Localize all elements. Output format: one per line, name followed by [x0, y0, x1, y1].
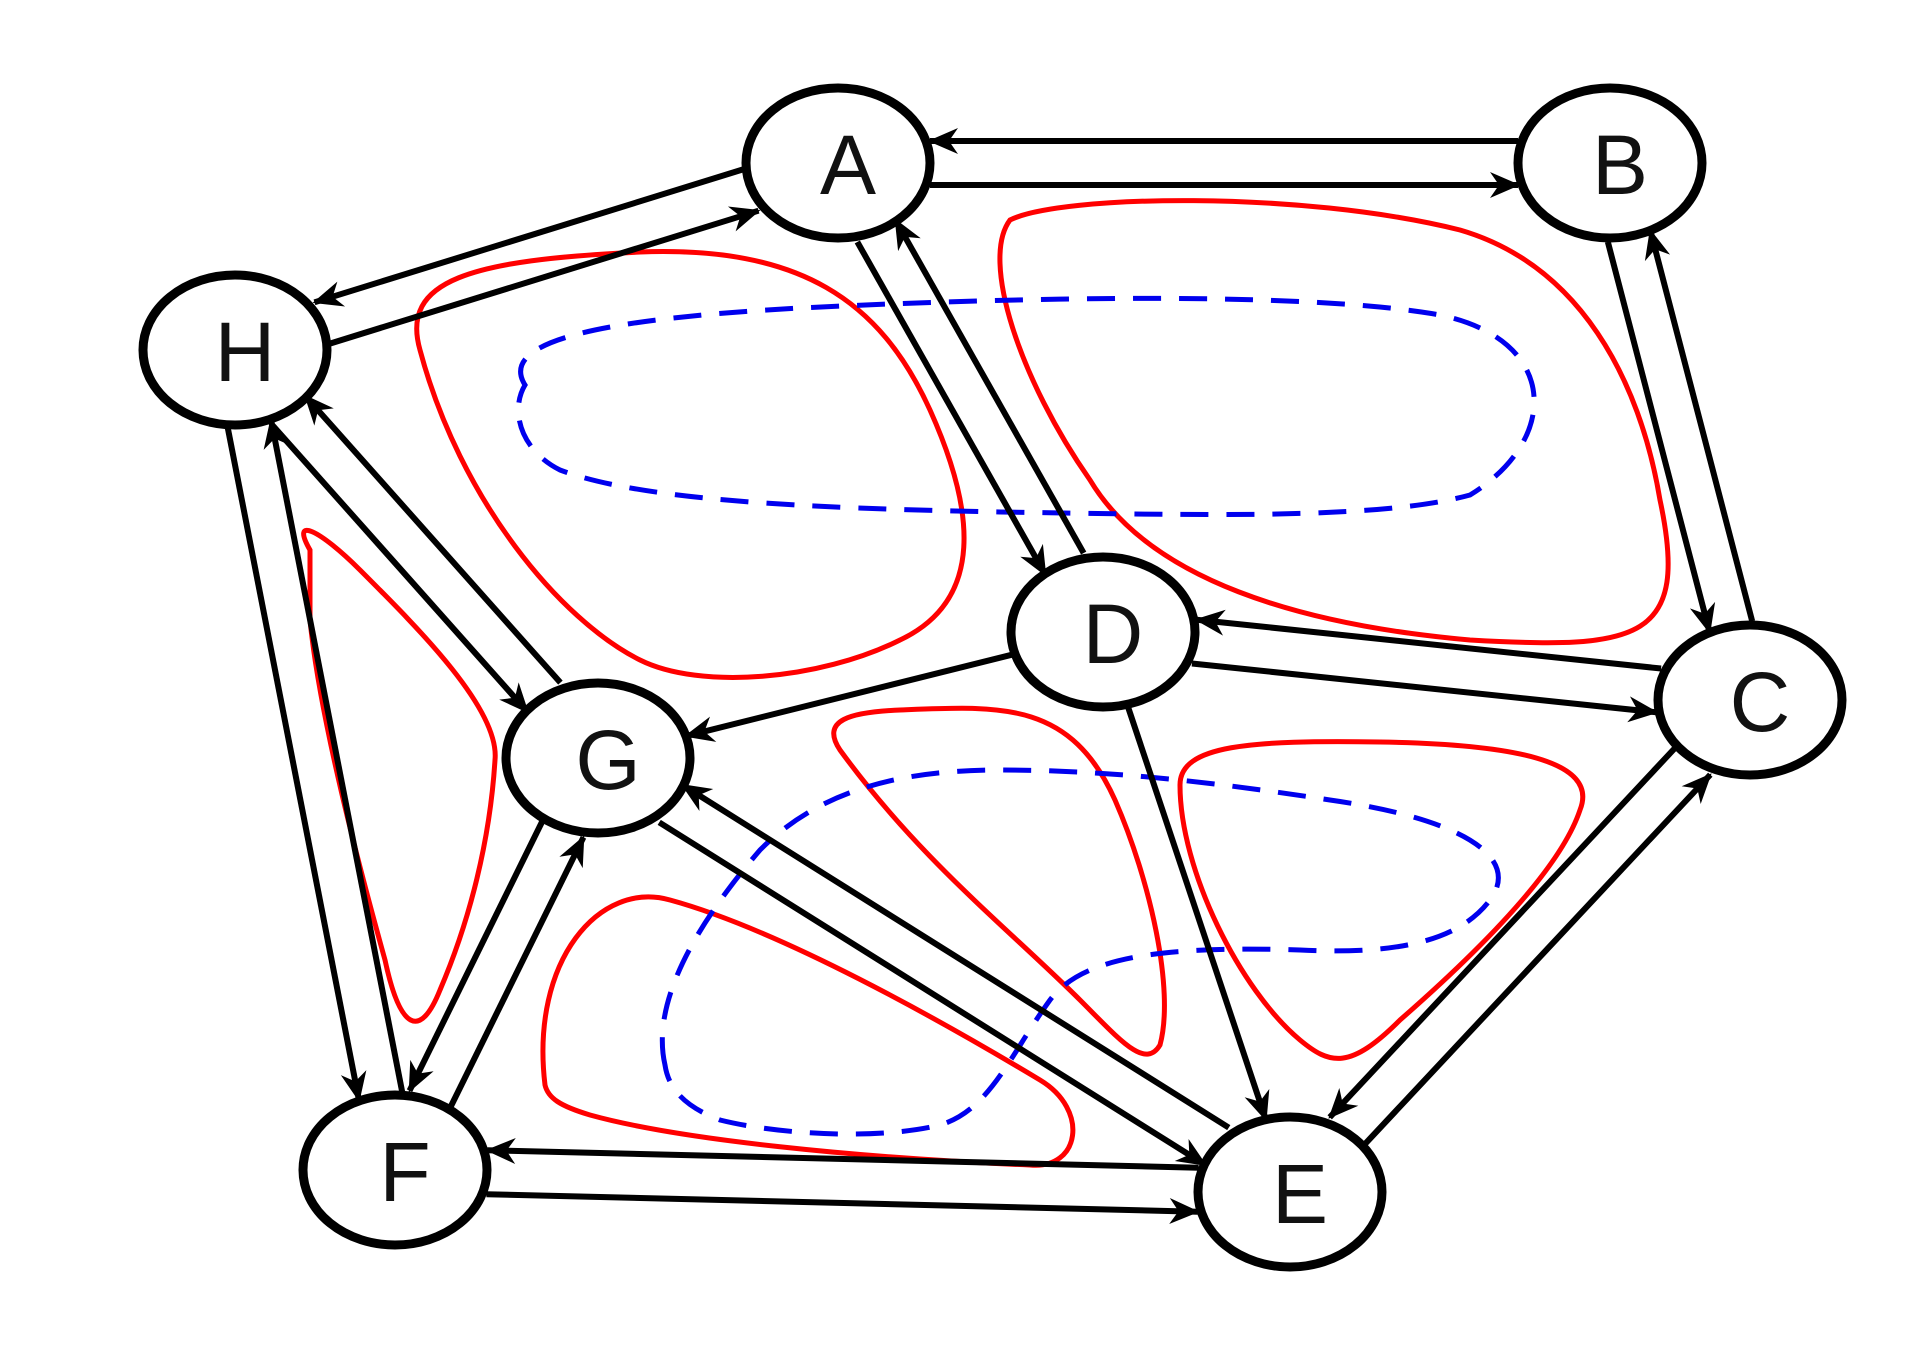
edge-c-to-d	[1194, 609, 1662, 672]
edge-e-to-f	[485, 1137, 1199, 1171]
edge-d-to-a	[893, 218, 1087, 555]
node-label: B	[1592, 118, 1648, 212]
edge-group	[224, 128, 1756, 1225]
edge-g-to-e	[657, 819, 1208, 1168]
edge-d-to-e	[1124, 703, 1270, 1122]
node-label: C	[1730, 655, 1791, 749]
node-label: A	[820, 118, 876, 212]
node-b: B	[1513, 83, 1707, 243]
edge-a-to-d	[854, 240, 1048, 577]
node-circle	[138, 270, 332, 430]
red-cycle-dce	[1177, 739, 1586, 1061]
node-label: D	[1083, 587, 1144, 681]
red-cycle-abcd	[997, 198, 1671, 646]
edge-a-to-h	[312, 165, 747, 307]
edge-d-to-c	[1191, 660, 1659, 723]
edge-c-to-b	[1644, 228, 1756, 622]
node-label: H	[215, 305, 276, 399]
red-cycle-dge	[831, 705, 1167, 1057]
blue-cycle-group	[515, 295, 1537, 1137]
node-circle	[1193, 1112, 1387, 1272]
node-circle	[298, 1090, 492, 1250]
edge-f-to-g	[446, 835, 587, 1112]
node-circle	[501, 678, 695, 838]
blue-cycle-lower	[659, 767, 1501, 1137]
node-h: H	[138, 270, 332, 430]
edge-e-to-c	[1359, 772, 1713, 1150]
edge-g-to-h	[303, 394, 563, 685]
node-d: D	[1006, 552, 1200, 712]
node-group: A B C D E F G H	[138, 83, 1847, 1272]
node-f: F	[298, 1090, 492, 1250]
node-e: E	[1193, 1112, 1387, 1272]
edge-h-to-g	[270, 423, 530, 714]
node-circle	[741, 83, 935, 243]
node-a: A	[741, 83, 935, 243]
edge-b-to-c	[1604, 241, 1716, 635]
edge-c-to-e	[1327, 742, 1681, 1120]
edge-g-to-f	[406, 816, 547, 1093]
edge-d-to-g	[684, 651, 1016, 742]
edge-h-to-a	[326, 206, 761, 348]
red-cycle-gfe	[540, 894, 1076, 1168]
edge-f-to-e	[486, 1191, 1200, 1225]
node-circle	[1513, 83, 1707, 243]
node-c: C	[1653, 620, 1847, 780]
edge-f-to-h	[263, 417, 406, 1093]
node-circle	[1006, 552, 1200, 712]
edge-h-to-f	[224, 427, 367, 1103]
node-circle	[1653, 620, 1847, 780]
red-cycle-group	[301, 198, 1671, 1168]
red-cycle-hgf	[301, 527, 498, 1024]
blue-cycle-upper	[515, 295, 1537, 518]
red-cycle-ahgd	[414, 249, 967, 680]
edge-e-to-g	[680, 782, 1231, 1131]
node-label: F	[379, 1125, 430, 1219]
node-label: E	[1272, 1147, 1328, 1241]
node-g: G	[501, 678, 695, 838]
node-label: G	[575, 713, 640, 807]
